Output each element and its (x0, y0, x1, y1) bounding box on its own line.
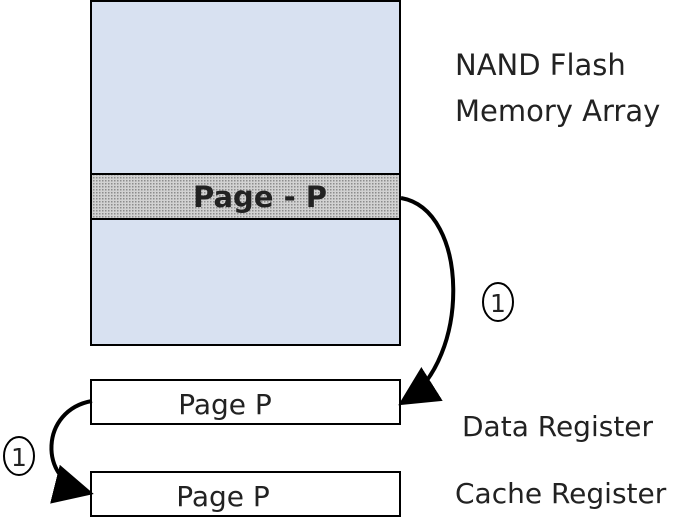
step-badge-array-to-data-number: 1 (490, 289, 506, 318)
data-register-page-label: Page P (178, 388, 272, 421)
cache-register-page-label: Page P (176, 480, 270, 513)
step-badge-data-to-cache-number: 1 (11, 443, 27, 472)
data-to-cache-arrow (49, 399, 94, 504)
cache-register-label: Cache Register (455, 477, 667, 510)
cache-register-box (90, 471, 401, 517)
page-p-label: Page - P (193, 180, 327, 214)
array-label-line2: Memory Array (455, 94, 660, 128)
array-to-data-arrow (398, 196, 456, 406)
array-label-line1: NAND Flash (455, 48, 626, 82)
data-register-box (90, 379, 401, 425)
data-register-label: Data Register (462, 410, 654, 443)
step-badge-data-to-cache: 1 (3, 436, 35, 476)
step-badge-array-to-data: 1 (482, 282, 514, 322)
page-p-band (90, 173, 401, 220)
